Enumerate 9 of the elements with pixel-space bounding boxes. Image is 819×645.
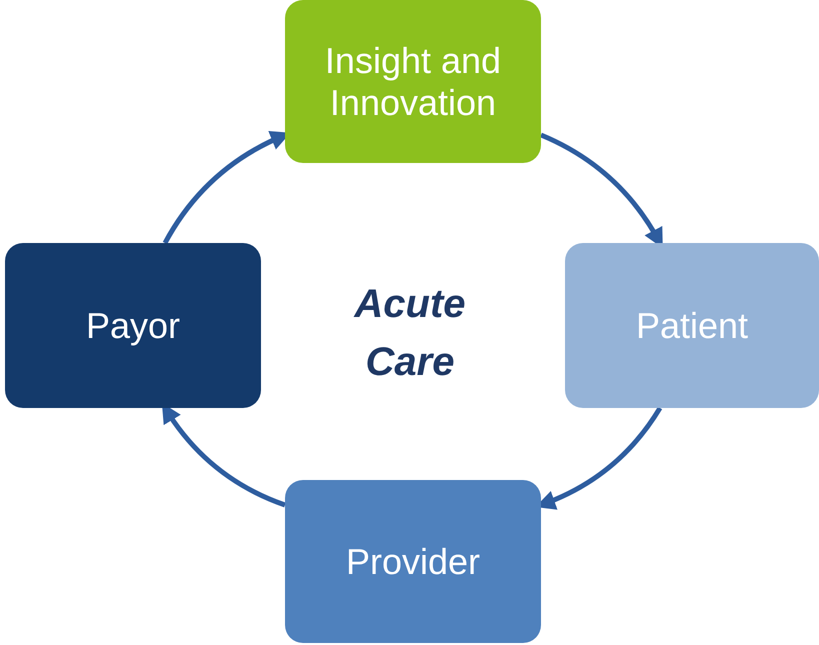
box-label: Payor <box>86 304 180 346</box>
process-box <box>285 0 541 163</box>
center-title: Acute Care <box>352 281 467 386</box>
box-label: Provider <box>346 540 480 582</box>
box-label: Insight and Innovation <box>324 40 502 123</box>
process-box <box>285 480 541 643</box>
process-box <box>5 243 261 408</box>
box-label: Patient <box>636 304 748 346</box>
process-box <box>565 243 819 408</box>
